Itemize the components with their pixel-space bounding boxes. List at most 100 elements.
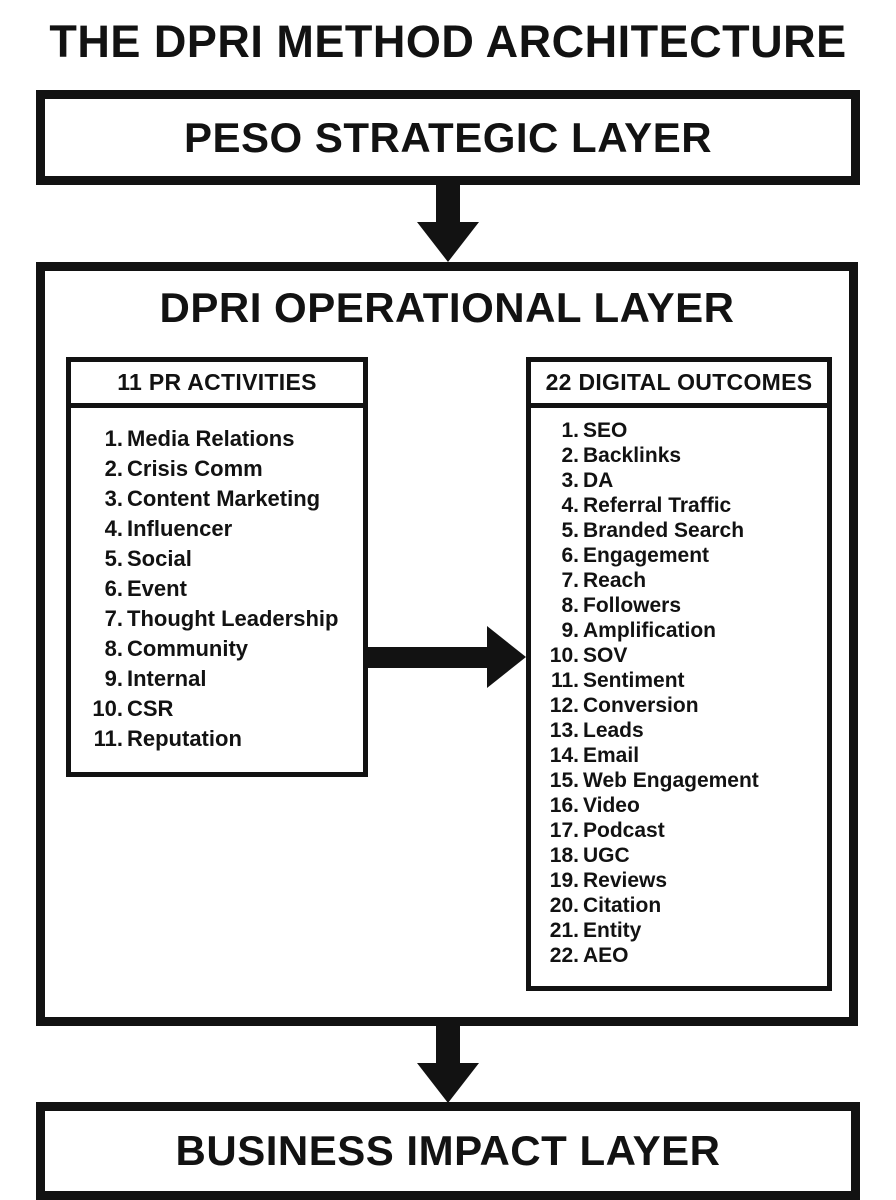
list-item-label: Media Relations (127, 426, 295, 451)
list-item-number: 11. (93, 726, 123, 751)
list-item-number: 4. (561, 494, 579, 517)
list-item-label: Influencer (127, 516, 233, 541)
list-item-number: 21. (549, 919, 579, 942)
list-item: 20.Citation (537, 893, 823, 918)
list-item-label: Content Marketing (127, 486, 321, 511)
list-item-label: Leads (583, 719, 644, 742)
list-item-number: 1. (104, 426, 123, 451)
list-item-label: DA (583, 469, 614, 492)
list-item-label: Social (127, 546, 192, 571)
list-item: 15.Web Engagement (537, 768, 823, 793)
list-item-label: AEO (583, 944, 629, 967)
list-item-label: Reviews (583, 869, 668, 892)
list-item-number: 3. (104, 486, 123, 511)
list-item-label: UGC (583, 844, 630, 867)
list-item: 2.Crisis Comm (77, 454, 359, 484)
list-item-label: Community (127, 636, 248, 661)
list-item: 7.Reach (537, 568, 823, 593)
list-item-number: 10. (92, 696, 123, 721)
list-item-label: SEO (583, 419, 628, 442)
list-item-number: 2. (561, 444, 579, 467)
list-item-number: 11. (550, 669, 579, 692)
list-item: 6.Event (77, 574, 359, 604)
list-item: 16.Video (537, 793, 823, 818)
list-item: 13.Leads (537, 718, 823, 743)
list-item-number: 3. (561, 469, 579, 492)
list-item: 3.Content Marketing (77, 484, 359, 514)
list-item-number: 2. (104, 456, 123, 481)
list-item-number: 7. (561, 569, 579, 592)
list-item-number: 17. (549, 819, 579, 842)
list-item: 2.Backlinks (537, 443, 823, 468)
list-item-number: 1. (561, 419, 579, 442)
list-item: 11.Reputation (77, 724, 359, 754)
list-item-label: Entity (583, 919, 642, 942)
list-item-label: Engagement (583, 544, 710, 567)
list-item-label: Event (127, 576, 187, 601)
list-item-number: 4. (104, 516, 123, 541)
list-item: 1.SEO (537, 418, 823, 443)
list-item-label: CSR (127, 696, 174, 721)
list-item-label: Branded Search (583, 519, 745, 542)
list-item-number: 9. (561, 619, 579, 642)
list-item-number: 5. (104, 546, 123, 571)
list-item: 11.Sentiment (537, 668, 823, 693)
list-item-label: Conversion (583, 694, 699, 717)
list-item-label: Email (583, 744, 640, 767)
list-item: 8.Community (77, 634, 359, 664)
list-item: 1.Media Relations (77, 424, 359, 454)
list-item-number: 18. (549, 844, 579, 867)
list-item: 5.Social (77, 544, 359, 574)
list-item-number: 9. (104, 666, 123, 691)
list-item-number: 8. (561, 594, 579, 617)
down-arrow-icon (417, 183, 479, 262)
list-item: 19.Reviews (537, 868, 823, 893)
digital-outcomes-header: 22 DIGITAL OUTCOMES (531, 362, 827, 408)
list-item-label: Citation (583, 894, 662, 917)
list-item-label: Video (583, 794, 640, 817)
list-item-number: 13. (549, 719, 579, 742)
list-item: 4.Influencer (77, 514, 359, 544)
list-item: 14.Email (537, 743, 823, 768)
list-item-number: 14. (549, 744, 579, 767)
list-item-number: 15. (549, 769, 579, 792)
list-item-number: 16. (549, 794, 579, 817)
list-item: 3.DA (537, 468, 823, 493)
peso-strategic-layer-label: PESO STRATEGIC LAYER (183, 113, 713, 161)
list-item-number: 22. (549, 944, 579, 967)
list-item: 10.CSR (77, 694, 359, 724)
list-item-label: Referral Traffic (583, 494, 732, 517)
list-item-label: Amplification (583, 619, 717, 642)
list-item-number: 5. (561, 519, 579, 542)
list-item: 21.Entity (537, 918, 823, 943)
list-item: 22.AEO (537, 943, 823, 968)
right-arrow-icon (368, 626, 526, 688)
list-item-label: Reputation (127, 726, 242, 751)
list-item-label: Crisis Comm (127, 456, 263, 481)
list-item: 4.Referral Traffic (537, 493, 823, 518)
list-item-label: Followers (583, 594, 682, 617)
list-item-number: 6. (104, 576, 123, 601)
list-item-label: SOV (583, 644, 628, 667)
peso-strategic-layer-box: PESO STRATEGIC LAYER (36, 90, 860, 185)
list-item-number: 10. (549, 644, 579, 667)
list-item: 5.Branded Search (537, 518, 823, 543)
list-item-label: Podcast (583, 819, 665, 842)
list-item: 7.Thought Leadership (77, 604, 359, 634)
list-item: 12.Conversion (537, 693, 823, 718)
list-item-number: 7. (104, 606, 123, 631)
list-item-label: Thought Leadership (127, 606, 339, 631)
list-item: 9.Internal (77, 664, 359, 694)
list-item: 10.SOV (537, 643, 823, 668)
list-item: 6.Engagement (537, 543, 823, 568)
list-item-label: Reach (583, 569, 647, 592)
list-item-number: 8. (104, 636, 123, 661)
list-item-label: Backlinks (583, 444, 682, 467)
list-item-number: 12. (549, 694, 579, 717)
page-title: THE DPRI METHOD ARCHITECTURE (49, 16, 847, 67)
list-item: 17.Podcast (537, 818, 823, 843)
dpri-operational-layer-label: DPRI OPERATIONAL LAYER (159, 284, 735, 331)
